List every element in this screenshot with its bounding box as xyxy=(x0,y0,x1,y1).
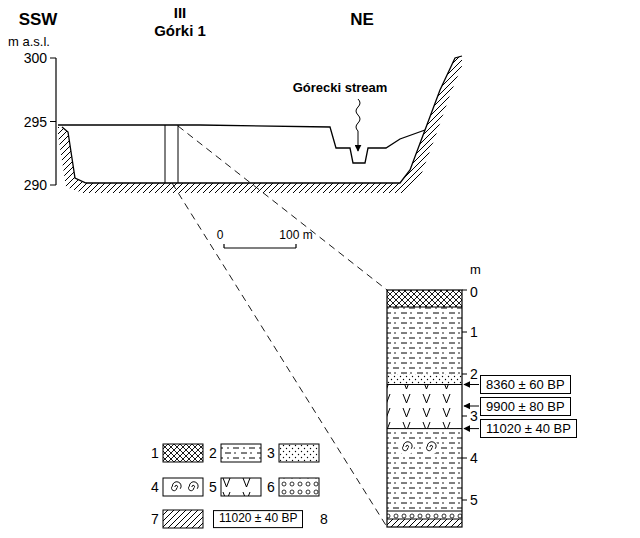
snail-symbol xyxy=(403,442,413,451)
silt-layer xyxy=(387,429,462,511)
legend-swatch xyxy=(163,478,203,496)
date-text: 9900 ± 80 BP xyxy=(486,399,565,414)
axis-ticks xyxy=(50,58,56,185)
legend-date-sample: 11020 ± 40 BP xyxy=(213,510,303,528)
projection-line xyxy=(172,183,387,527)
date-box: 9900 ± 80 BP xyxy=(480,397,571,416)
leader-arrow xyxy=(464,406,479,407)
scale-value: 100 m xyxy=(279,229,312,243)
depth-value: 1 xyxy=(470,324,478,340)
peat-layer xyxy=(387,385,462,429)
axis-value: 295 xyxy=(24,113,47,129)
direction-label: SSW xyxy=(19,10,58,30)
legend-swatch xyxy=(221,478,261,496)
leader-arrow xyxy=(464,428,479,429)
gravel-layer xyxy=(387,511,462,519)
axis-value: 300 xyxy=(24,50,47,66)
snail-ground xyxy=(422,439,438,455)
legend-number: 7 xyxy=(151,511,159,527)
date-text: 8360 ± 60 BP xyxy=(486,377,565,392)
legend-swatch xyxy=(163,510,203,528)
depth-value: 4 xyxy=(470,450,478,466)
legend-swatch xyxy=(163,444,203,462)
silt-layer xyxy=(387,307,462,374)
legend-swatch xyxy=(279,478,319,496)
ground-surface xyxy=(58,125,425,163)
stream-name: Górecki stream xyxy=(293,81,388,96)
depth-unit: m xyxy=(470,263,481,278)
site-number: III xyxy=(174,4,187,21)
snail-symbol xyxy=(189,482,199,491)
bedrock-hatch xyxy=(58,56,462,193)
legend-number: 3 xyxy=(267,445,275,461)
bedrock-boundary xyxy=(62,56,462,183)
snail-ground xyxy=(398,439,414,455)
legend-swatch xyxy=(221,444,261,462)
depth-value: 3 xyxy=(470,408,478,424)
direction-label: NE xyxy=(350,10,374,30)
site-name: Górki 1 xyxy=(154,22,206,39)
stream-pointer xyxy=(356,99,360,151)
scale-value: 0 xyxy=(217,229,224,243)
sand-layer xyxy=(387,374,462,385)
legend-number: 4 xyxy=(151,479,159,495)
leader-arrow xyxy=(464,384,479,385)
borehole xyxy=(165,125,178,183)
date-box: 11020 ± 40 BP xyxy=(480,419,577,438)
depth-value: 2 xyxy=(470,366,478,382)
legend-number: 8 xyxy=(320,511,328,527)
bedrock-layer xyxy=(387,519,462,527)
legend-swatches xyxy=(163,444,319,528)
legend-swatch xyxy=(279,444,319,462)
depth-ticks xyxy=(462,290,467,500)
date-box: 8360 ± 60 BP xyxy=(480,375,571,394)
date-text: 11020 ± 40 BP xyxy=(486,421,571,436)
legend-number: 5 xyxy=(209,479,217,495)
axis-value: 290 xyxy=(24,177,47,193)
legend-number: 6 xyxy=(267,479,275,495)
depth-value: 5 xyxy=(470,492,478,508)
legend-number: 2 xyxy=(209,445,217,461)
layer-boundaries xyxy=(387,307,462,519)
snail-symbol xyxy=(172,482,182,491)
depth-value: 0 xyxy=(470,284,478,300)
axis-title: m a.s.l. xyxy=(8,35,50,50)
date-leaders xyxy=(464,385,479,429)
column-outline xyxy=(387,290,462,527)
snail-symbol xyxy=(427,442,437,451)
soil-layer xyxy=(387,290,462,307)
scale-bar xyxy=(224,244,296,248)
legend-number: 1 xyxy=(151,445,159,461)
projection-line xyxy=(178,126,387,290)
